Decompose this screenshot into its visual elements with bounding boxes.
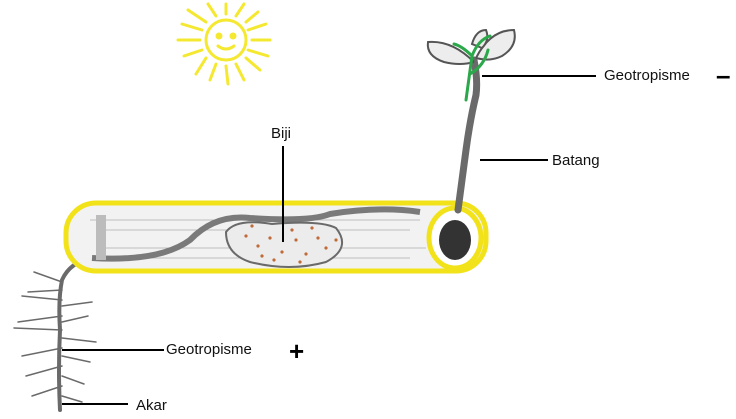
positive-sign: +	[289, 338, 304, 364]
negative-sign: –	[716, 62, 730, 88]
label-geotropisme-bottom: Geotropisme	[166, 342, 252, 357]
label-akar: Akar	[136, 398, 167, 413]
seedling-icon	[428, 30, 515, 210]
root-system	[14, 258, 96, 410]
label-geotropisme-top: Geotropisme	[604, 68, 690, 83]
sun-icon	[178, 4, 270, 84]
label-batang: Batang	[552, 153, 600, 168]
label-biji: Biji	[271, 126, 291, 141]
seed-icon	[226, 222, 342, 267]
